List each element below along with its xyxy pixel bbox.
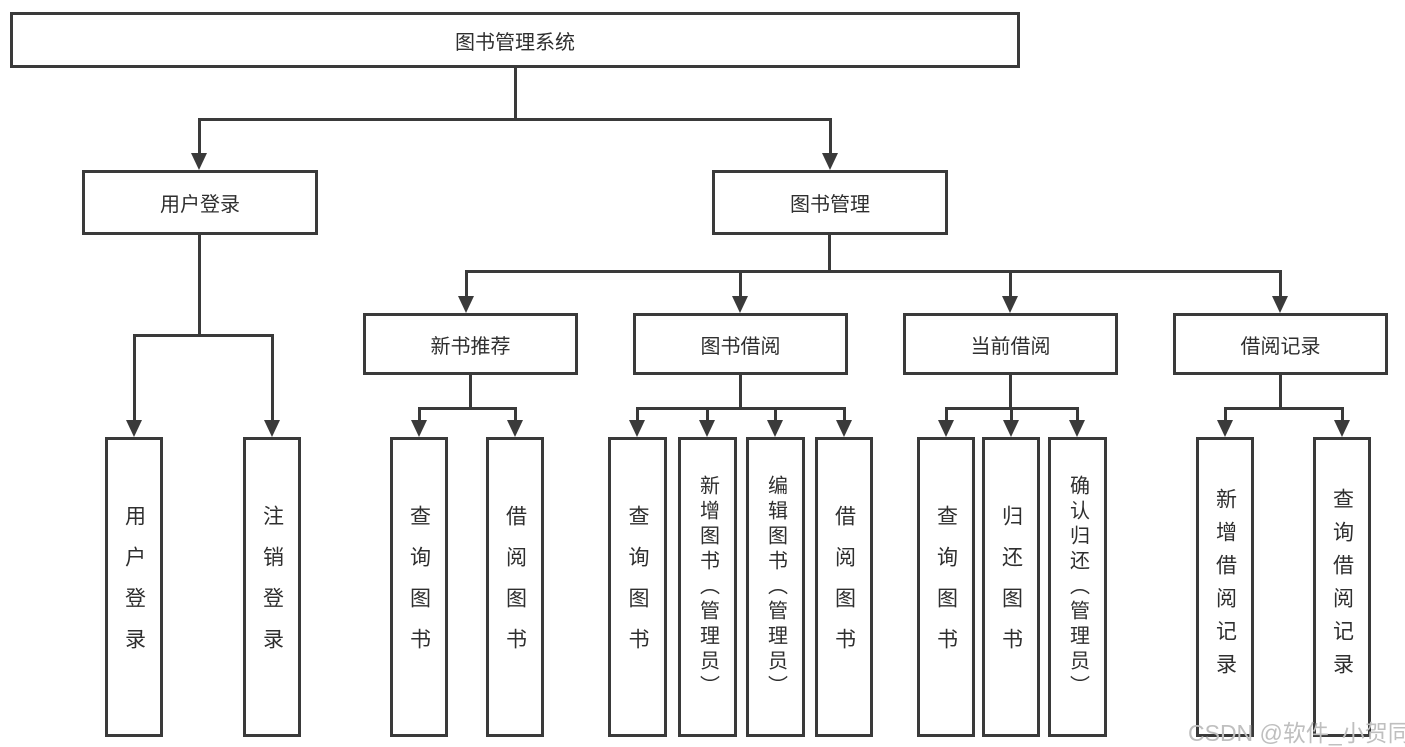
arrow-down-icon [1272,296,1288,313]
arrow-down-icon [191,153,207,170]
connector-drop [706,407,709,421]
connector-stem [514,68,517,120]
connector-rail [198,118,831,121]
node-book-borrowing: 图书借阅 [633,313,848,375]
node-label: 确认归还（管理员） [1066,474,1089,700]
arrow-down-icon [1334,420,1350,437]
node-root-library-management-system: 图书管理系统 [10,12,1020,68]
connector-stem [1009,375,1012,409]
arrow-down-icon [507,420,523,437]
arrow-down-icon [458,296,474,313]
connector-drop [1341,407,1344,421]
connector-rail [133,334,273,337]
node-label: 编辑图书（管理员） [764,474,787,700]
arrow-down-icon [767,420,783,437]
connector-drop [1010,407,1013,421]
connector-rail [1224,407,1343,410]
connector-rail [465,270,1282,273]
node-borrowing-records: 借阅记录 [1173,313,1388,375]
node-label: 借阅图书 [503,505,527,669]
node-leaf-query-books-borrow: 查询图书 [608,437,667,737]
connector-drop [465,270,468,297]
arrow-down-icon [126,420,142,437]
arrow-down-icon [1003,420,1019,437]
arrow-down-icon [1002,296,1018,313]
node-book-management-branch: 图书管理 [712,170,948,235]
arrow-down-icon [264,420,280,437]
arrow-down-icon [1069,420,1085,437]
arrow-down-icon [938,420,954,437]
node-leaf-add-books-admin: 新增图书（管理员） [678,437,737,737]
arrow-down-icon [699,420,715,437]
connector-drop [1009,270,1012,297]
connector-drop [271,334,274,421]
node-label: 借阅图书 [832,505,856,669]
node-label: 查询借阅记录 [1330,488,1354,686]
node-label: 新增图书（管理员） [696,474,719,700]
connector-drop [945,407,948,421]
node-label: 查询图书 [626,505,649,669]
connector-drop [843,407,846,421]
connector-drop [1224,407,1227,421]
arrow-down-icon [411,420,427,437]
node-label: 注销登录 [260,505,284,669]
connector-stem [739,375,742,409]
connector-drop [829,118,832,154]
connector-drop [133,334,136,421]
connector-rail [636,407,845,410]
arrow-down-icon [629,420,645,437]
node-leaf-logout: 注销登录 [243,437,301,737]
node-label: 查询图书 [934,505,958,669]
node-leaf-query-books-recommend: 查询图书 [390,437,448,737]
node-user-login-branch: 用户登录 [82,170,318,235]
connector-drop [636,407,639,421]
node-leaf-edit-books-admin: 编辑图书（管理员） [746,437,805,737]
arrow-down-icon [1217,420,1233,437]
connector-drop [774,407,777,421]
node-label: 用户登录 [122,505,146,669]
node-leaf-add-borrow-record: 新增借阅记录 [1196,437,1254,737]
node-label: 新增借阅记录 [1213,488,1237,686]
connector-stem [1279,375,1282,409]
arrow-down-icon [836,420,852,437]
node-leaf-return-books: 归还图书 [982,437,1040,737]
connector-stem [469,375,472,409]
connector-drop [198,118,201,154]
arrow-down-icon [732,296,748,313]
arrow-down-icon [822,153,838,170]
node-leaf-borrow-books-recommend: 借阅图书 [486,437,544,737]
connector-stem [828,234,831,273]
node-current-borrowing: 当前借阅 [903,313,1118,375]
connector-drop [1076,407,1079,421]
node-leaf-user-login: 用户登录 [105,437,163,737]
connector-drop [739,270,742,297]
connector-stem [198,234,201,337]
watermark: CSDN @软件_小贺同学 [1188,720,1405,746]
connector-drop [418,407,421,421]
node-new-book-recommendation: 新书推荐 [363,313,578,375]
connector-drop [1279,270,1282,297]
node-leaf-query-borrow-record: 查询借阅记录 [1313,437,1371,737]
node-label: 归还图书 [999,505,1023,669]
connector-rail [418,407,516,410]
node-leaf-query-books-current: 查询图书 [917,437,975,737]
node-label: 查询图书 [407,505,431,669]
node-leaf-confirm-return-admin: 确认归还（管理员） [1048,437,1107,737]
node-leaf-borrow-books: 借阅图书 [815,437,873,737]
connector-drop [514,407,517,421]
